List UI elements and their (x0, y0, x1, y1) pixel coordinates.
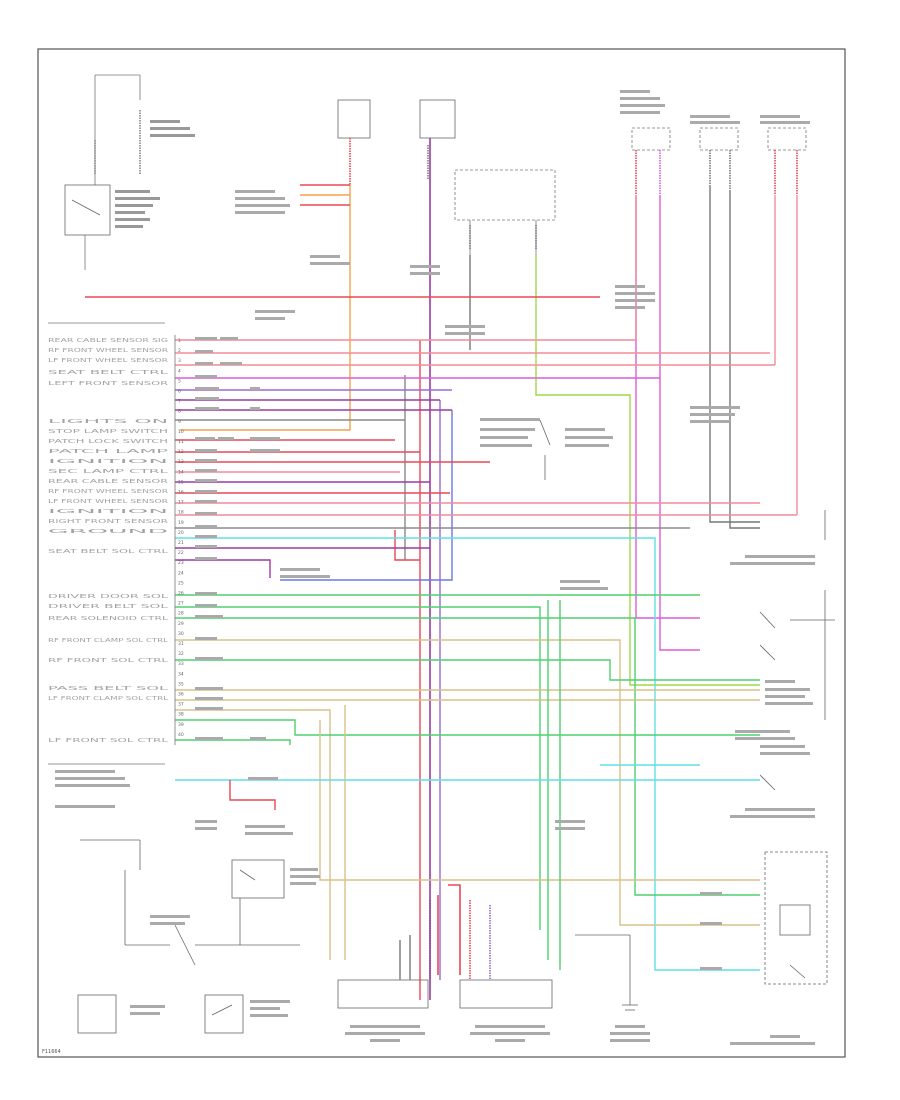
module-pin-23: 23 (178, 560, 184, 566)
left-label-12: RF FRONT WHEEL SENSOR (48, 489, 169, 495)
module-pin-11: 11 (178, 439, 184, 445)
bottom-connectors (337, 934, 638, 1011)
module-pin-31: 31 (178, 641, 184, 647)
left-label-13: LF FRONT WHEEL SENSOR (48, 499, 169, 505)
left-label-11: REAR CABLE SENSOR (48, 479, 169, 485)
bottom-vertical-wires (399, 884, 491, 980)
module-pin-6: 6 (178, 389, 181, 395)
module-pin-33: 33 (178, 661, 184, 667)
right-side-switches (759, 510, 835, 985)
module-pin-19: 19 (178, 520, 184, 526)
module-pin-22: 22 (178, 550, 184, 556)
module-pin-30: 30 (178, 631, 184, 637)
module-pin-16: 16 (178, 490, 184, 496)
module-pin-1: 1 (178, 338, 181, 344)
left-label-7: PATCH LOCK SWITCH (48, 439, 169, 445)
module-pin-21: 21 (178, 540, 184, 546)
center-switch-component (480, 418, 613, 480)
vertical-wires (180, 185, 798, 1000)
module-pin-numbers: 1234567891011121314151617181920212223242… (178, 338, 184, 738)
left-label-3: SEAT BELT CTRL (48, 370, 169, 376)
top-left-switch-labels (115, 120, 195, 228)
right-side-labels (700, 555, 815, 1045)
top-fuse-block-left (337, 99, 371, 185)
top-fuse-block-right (419, 99, 456, 1000)
module-pin-14: 14 (178, 469, 184, 475)
module-pin-2: 2 (178, 348, 181, 354)
left-label-0: REAR CABLE SENSOR SIG (48, 338, 168, 344)
left-label-15: RIGHT FRONT SENSOR (48, 519, 169, 525)
module-pin-15: 15 (178, 479, 184, 485)
left-label-8: PATCH LAMP (48, 449, 168, 455)
module-pin-10: 10 (178, 429, 184, 435)
diagram-frame (37, 48, 846, 1058)
module-pin-34: 34 (178, 671, 184, 677)
left-label-21: RF FRONT CLAMP SOL CTRL (48, 638, 168, 644)
module-pin-28: 28 (178, 611, 184, 617)
left-label-17: SEAT BELT SOL CTRL (48, 549, 168, 555)
top-center-relay (454, 169, 556, 255)
module-pin-17: 17 (178, 500, 184, 506)
module-pin-3: 3 (178, 358, 181, 364)
left-label-25: LF FRONT SOL CTRL (48, 738, 168, 744)
left-side-labels: REAR CABLE SENSOR SIG RF FRONT WHEEL SENS… (48, 338, 169, 744)
module-pin-38: 38 (178, 712, 184, 718)
module-pin-24: 24 (178, 570, 184, 576)
top-right-sensors (631, 127, 807, 195)
wire-color-tags (195, 337, 280, 780)
module-pin-36: 36 (178, 692, 184, 698)
left-label-23: PASS BELT SOL (48, 686, 169, 692)
left-label-20: REAR SOLENOID CTRL (48, 616, 168, 622)
top-right-sensor-labels (620, 90, 810, 124)
diagram-footer-code: F11664 (42, 1049, 61, 1055)
bottom-labels (55, 190, 740, 1042)
module-pin-8: 8 (178, 409, 181, 415)
module-pin-35: 35 (178, 681, 184, 687)
left-label-19: DRIVER BELT SOL (48, 604, 169, 610)
left-label-2: LF FRONT WHEEL SENSOR (48, 358, 169, 364)
module-pin-20: 20 (178, 530, 184, 536)
left-label-16: GROUND (48, 529, 169, 535)
module-pin-25: 25 (178, 580, 184, 586)
bottom-left-component (77, 839, 300, 1034)
module-pin-12: 12 (178, 449, 184, 455)
module-pin-29: 29 (178, 621, 184, 627)
left-label-18: DRIVER DOOR SOL (48, 594, 169, 600)
module-pin-26: 26 (178, 591, 184, 597)
left-label-6: STOP LAMP SWITCH (48, 429, 169, 435)
module-wires (85, 184, 797, 971)
left-label-9: IGNITION (48, 459, 169, 465)
module-pin-9: 9 (178, 419, 181, 425)
module-pin-27: 27 (178, 601, 184, 607)
module-pin-40: 40 (178, 732, 184, 738)
module-pin-18: 18 (178, 510, 184, 516)
left-label-22: RF FRONT SOL CTRL (48, 658, 168, 664)
left-label-14: IGNITION (48, 509, 169, 515)
left-label-4: LEFT FRONT SENSOR (48, 381, 169, 387)
module-pin-13: 13 (178, 459, 184, 465)
left-label-24: LF FRONT CLAMP SOL CTRL (48, 696, 168, 702)
module-pin-32: 32 (178, 651, 184, 657)
module-pin-4: 4 (178, 368, 181, 374)
left-label-1: RF FRONT WHEEL SENSOR (48, 348, 169, 354)
module-pin-5: 5 (178, 378, 181, 384)
module-pin-37: 37 (178, 702, 184, 708)
module-pin-7: 7 (178, 399, 181, 405)
top-left-switch-component (64, 74, 141, 270)
left-label-5: LIGHTS ON (48, 419, 169, 425)
left-label-10: SEC LAMP CTRL (48, 469, 169, 475)
module-pin-39: 39 (178, 722, 184, 728)
